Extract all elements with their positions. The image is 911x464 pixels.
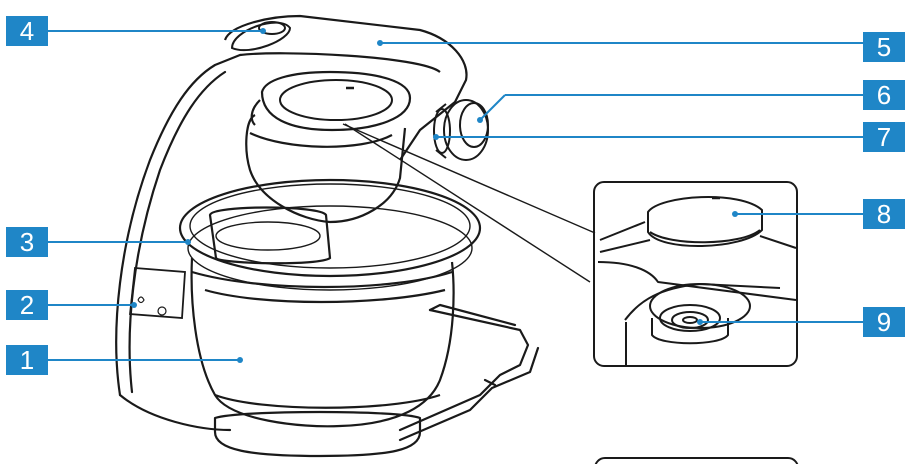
callout-1-label: 1 (19, 345, 35, 375)
leader-dots (131, 28, 738, 363)
callout-6-label: 6 (876, 80, 892, 110)
swivel-arm (223, 14, 468, 224)
machine-base (115, 53, 540, 458)
callout-3-label: 3 (19, 227, 35, 257)
zoom-lines (342, 123, 596, 283)
callout-2-label: 2 (19, 290, 35, 320)
bowl-lid (178, 178, 482, 291)
detail-panel-2 (594, 457, 799, 464)
callout-7-label: 7 (876, 122, 892, 152)
swivel-arm-button (230, 21, 292, 52)
callout-5-label: 5 (876, 32, 892, 62)
rotary-knob (433, 99, 489, 161)
control-panel (129, 267, 186, 319)
callout-boxes (6, 16, 905, 375)
callout-8-label: 8 (876, 199, 892, 229)
bowl (190, 257, 455, 428)
head-drive-cover (279, 79, 393, 121)
callout-4-label: 4 (19, 16, 35, 46)
leader-lines (48, 30, 863, 361)
callout-9-label: 9 (876, 307, 892, 337)
detail-panel (593, 181, 798, 367)
